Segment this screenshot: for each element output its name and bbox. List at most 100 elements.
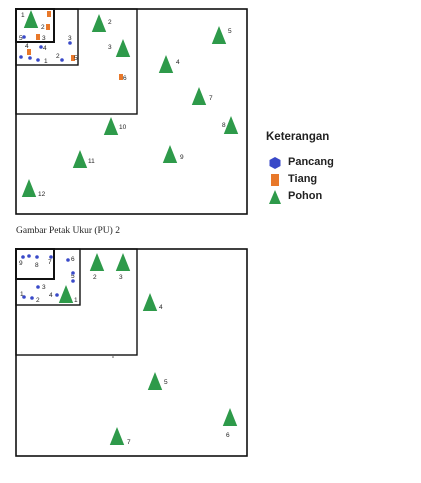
pancang-marker-p2-4 xyxy=(55,293,59,297)
legend: Keterangan Pancang Tiang Pohon xyxy=(266,131,416,211)
pancang-marker-p2-8 xyxy=(35,255,39,259)
tree-label-p1-10: 10 xyxy=(119,124,127,131)
tree-marker-p2-7 xyxy=(109,427,125,445)
pancang-marker-p2-extra-2 xyxy=(71,271,75,275)
pancang-marker-p2-7 xyxy=(49,255,53,259)
tree-label-p1-1: 1 xyxy=(21,12,25,19)
legend-item-tiang: Tiang xyxy=(266,172,416,188)
tree-label-p2-7: 7 xyxy=(127,439,131,446)
tree-label-p2-6: 6 xyxy=(226,432,230,439)
pancang-marker-p2-3 xyxy=(36,285,40,289)
pancang-label-p2-2: 2 xyxy=(36,297,40,304)
tree-marker-p1-9 xyxy=(162,145,178,163)
legend-label-pancang: Pancang xyxy=(288,156,334,168)
pancang-label-p2-9: 9 xyxy=(19,260,23,267)
legend-item-pohon: Pohon xyxy=(266,189,416,205)
pancang-label-p1-2: 2 xyxy=(56,53,60,60)
tree-marker-p2-6 xyxy=(222,408,238,426)
tree-label-p1-5: 5 xyxy=(228,28,232,35)
pancang-marker-p1-4 xyxy=(39,45,43,49)
pancang-label-p2-5: 5 xyxy=(71,273,75,280)
tree-label-p1-11: 11 xyxy=(88,158,95,165)
pancang-label-p1-1: 1 xyxy=(44,58,48,65)
tree-label-p1-7: 7 xyxy=(209,95,213,102)
tree-label-p2-4: 4 xyxy=(159,304,163,311)
tree-triangle-icon xyxy=(269,190,281,204)
tree-label-p1-9: 9 xyxy=(180,154,184,161)
tree-marker-p1-12 xyxy=(21,179,37,197)
tree-marker-p1-11 xyxy=(72,150,88,168)
pancang-label-p1-4: 4 xyxy=(43,45,47,52)
pancang-marker-p1-5 xyxy=(22,35,26,39)
pancang-marker-p1-1 xyxy=(36,58,40,62)
tree-marker-p2-4 xyxy=(142,293,158,311)
tiang-label-p1-6: 6 xyxy=(123,75,127,82)
stray-dot xyxy=(112,356,114,358)
pancang-label-p1-5: 5 xyxy=(19,35,23,42)
pancang-label-p2-1: 1 xyxy=(20,291,24,298)
tiang-marker-p1-3 xyxy=(36,34,40,40)
tiang-label-p1-5: 5 xyxy=(74,55,78,62)
pancang-label-p2-7: 7 xyxy=(48,259,52,266)
legend-label-pohon: Pohon xyxy=(288,190,323,202)
legend-pohon-symbol xyxy=(269,190,281,204)
legend-label-tiang: Tiang xyxy=(288,173,318,185)
tree-label-p1-4: 4 xyxy=(176,59,180,66)
tree-marker-p1-3 xyxy=(115,39,131,57)
tiang-label-p1-4: 4 xyxy=(25,43,29,50)
hexagon-icon xyxy=(269,157,281,169)
tree-marker-p2-5 xyxy=(147,372,163,390)
tree-marker-p1-7 xyxy=(191,87,207,105)
plot-1-outer-boundary xyxy=(15,8,248,215)
figure-caption: Gambar Petak Ukur (PU) 2 xyxy=(16,226,120,236)
tree-marker-p1-5 xyxy=(211,26,227,44)
pancang-label-p2-8: 8 xyxy=(35,262,39,269)
legend-title: Keterangan xyxy=(266,131,330,143)
tree-label-p2-3: 3 xyxy=(119,274,123,281)
pancang-label-p2-3: 3 xyxy=(42,284,46,291)
pancang-label-p2-6: 6 xyxy=(71,256,75,263)
plot-1-inner-boundary xyxy=(15,8,55,43)
tree-marker-p1-2 xyxy=(91,14,107,32)
tiang-marker-p1-4 xyxy=(27,49,31,55)
tree-label-p2-2: 2 xyxy=(93,274,97,281)
tree-marker-p2-3 xyxy=(115,253,131,271)
tiang-label-p1-3: 3 xyxy=(42,35,46,42)
plot-2-outer-boundary xyxy=(15,248,248,457)
tree-marker-p1-1 xyxy=(23,10,39,28)
pancang-marker-p1-6 xyxy=(19,55,23,59)
tiang-label-p1-2: 2 xyxy=(41,24,45,31)
legend-pancang-symbol xyxy=(269,157,281,169)
tree-marker-p1-10 xyxy=(103,117,119,135)
pancang-marker-p2-extra-1 xyxy=(27,254,31,258)
tree-label-p1-12: 12 xyxy=(38,191,46,198)
pancang-marker-p1-7 xyxy=(28,56,32,60)
plot-2-inner-boundary xyxy=(15,248,55,280)
pancang-marker-p2-9 xyxy=(21,255,25,259)
tree-marker-p1-4 xyxy=(158,55,174,73)
pancang-marker-p2-2 xyxy=(30,296,34,300)
tree-label-p2-5: 5 xyxy=(164,379,168,386)
tiang-marker-p1-6 xyxy=(119,74,123,80)
pancang-marker-p2-6 xyxy=(66,258,70,262)
tree-label-p2-1: 1 xyxy=(74,297,78,304)
pancang-marker-p2-5 xyxy=(71,279,75,283)
pancang-marker-p1-2 xyxy=(60,58,64,62)
pancang-marker-p1-3 xyxy=(68,41,72,45)
tree-marker-p2-2 xyxy=(89,253,105,271)
square-icon xyxy=(271,174,279,186)
tree-label-p1-2: 2 xyxy=(108,19,112,26)
pancang-marker-p2-1 xyxy=(22,295,26,299)
legend-item-pancang: Pancang xyxy=(266,155,416,171)
tree-label-p1-8: 8 xyxy=(222,122,226,129)
tiang-marker-p1-5 xyxy=(71,55,75,61)
pancang-label-p1-3: 3 xyxy=(68,35,72,42)
tree-marker-p2-1 xyxy=(58,285,74,303)
tree-marker-p1-8 xyxy=(223,116,239,134)
tiang-marker-p1-2 xyxy=(46,24,50,30)
legend-tiang-symbol xyxy=(271,174,279,186)
pancang-label-p2-4: 4 xyxy=(49,292,53,299)
tree-label-p1-3: 3 xyxy=(108,44,112,51)
